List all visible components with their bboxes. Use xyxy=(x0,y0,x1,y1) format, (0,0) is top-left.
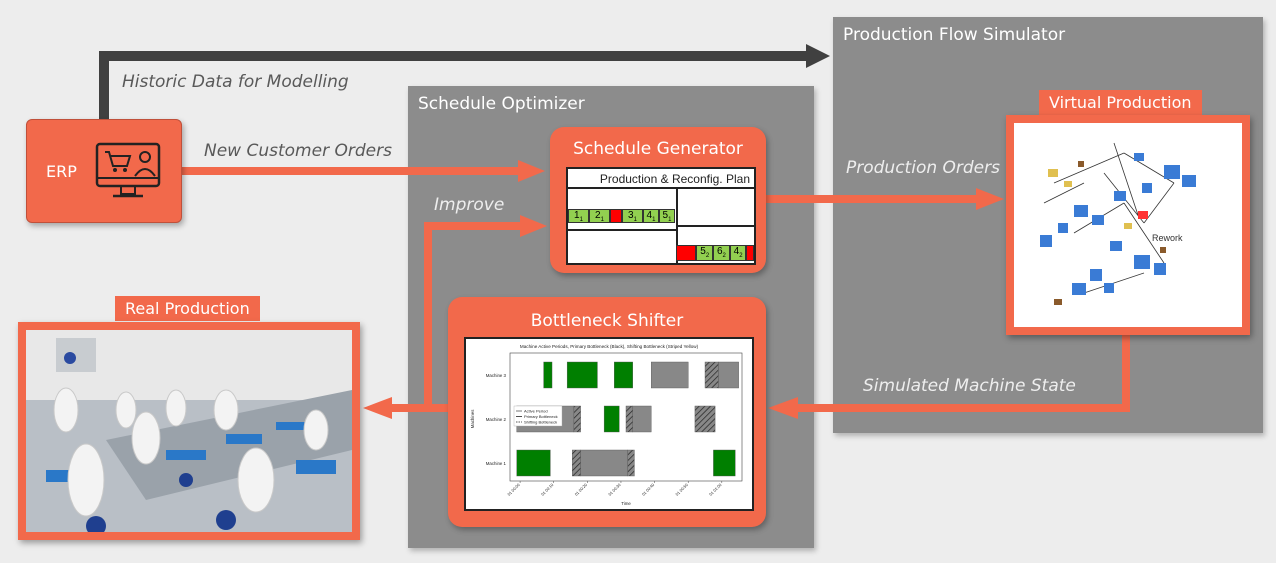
bottleneck-gantt-chart: Machine Active Periods, Primary Bottlene… xyxy=(470,344,743,506)
virtual-production-title: Virtual Production xyxy=(1039,90,1202,115)
plan-job-2-1: 21 xyxy=(589,209,610,223)
chart-title: Machine Active Periods, Primary Bottlene… xyxy=(520,344,699,349)
historic-data-arrow xyxy=(99,44,830,124)
gantt-bar-shifting xyxy=(704,361,719,389)
x-tick-label: 01 00:50 xyxy=(674,482,689,497)
historic-data-label: Historic Data for Modelling xyxy=(122,72,349,92)
improve-label: Improve xyxy=(434,195,505,215)
machine-label: Machine 1 xyxy=(486,461,507,466)
real-production-frame xyxy=(18,322,360,540)
virtual-factory-layout: Rework xyxy=(1040,142,1196,305)
x-tick-label: 01 00:00 xyxy=(506,482,521,497)
x-tick-label: 01 00:20 xyxy=(573,482,588,497)
production-orders-arrow xyxy=(766,188,1004,210)
legend-entry: Shifting Bottleneck xyxy=(524,420,557,425)
gantt-bar-primary xyxy=(718,361,739,389)
real-production-title: Real Production xyxy=(115,296,260,321)
gantt-bar-shifting xyxy=(694,405,716,433)
virtual-production-frame: Rework xyxy=(1006,115,1250,335)
production-orders-label: Production Orders xyxy=(846,158,1000,178)
plan-job-4-1: 41 xyxy=(643,209,659,223)
plan-job-1-1: 11 xyxy=(568,209,589,223)
gantt-bar-active xyxy=(614,361,633,389)
cleanroom-photo xyxy=(26,330,352,532)
gantt-bar-active xyxy=(543,361,553,389)
gantt-bar-shifting xyxy=(573,405,581,433)
rework-label: Rework xyxy=(1152,233,1183,243)
gantt-bar-active xyxy=(713,449,736,477)
bottleneck-shifter-title: Bottleneck Shifter xyxy=(530,311,684,331)
schedule-generator-title: Schedule Generator xyxy=(573,139,743,159)
plan-job-5-1: 51 xyxy=(659,209,675,223)
new-orders-label: New Customer Orders xyxy=(204,141,392,161)
gantt-bar-shifting xyxy=(627,449,635,477)
plan-reconfig-2 xyxy=(676,245,697,261)
legend-entry: Primary Bottleneck xyxy=(524,414,558,419)
new-orders-arrow xyxy=(180,160,545,182)
improve-arrow xyxy=(424,215,547,408)
gantt-bar-primary xyxy=(651,361,689,389)
schedule-generator-box: Schedule Generator Production & Reconfig… xyxy=(550,127,766,273)
gantt-bar-shifting xyxy=(625,405,633,433)
simulated-state-arrow xyxy=(768,334,1130,419)
simulated-state-label: Simulated Machine State xyxy=(863,376,1076,396)
gantt-bar-active xyxy=(603,405,620,433)
real-production-arrow xyxy=(363,397,455,419)
gantt-bar-shifting xyxy=(572,449,581,477)
plan-row-2-topline xyxy=(676,225,754,227)
simulator-panel-title: Production Flow Simulator xyxy=(843,25,1066,45)
x-tick-label: 01 00:30 xyxy=(607,482,622,497)
optimizer-panel-title: Schedule Optimizer xyxy=(418,94,585,114)
plot-area xyxy=(509,352,743,482)
plan-row-separator xyxy=(568,229,676,231)
plan-reconfig-1 xyxy=(610,209,622,223)
legend-box xyxy=(513,405,563,427)
plan-job-6-2: 62 xyxy=(713,245,730,261)
plan-job-3-1: 31 xyxy=(622,209,643,223)
plan-job-4-2: 42 xyxy=(729,245,747,261)
x-tick-label: 01 01:00 xyxy=(708,482,723,497)
x-tick-label: 01 00:40 xyxy=(641,482,656,497)
bottleneck-chart-frame: Machine Active Periods, Primary Bottlene… xyxy=(464,337,754,511)
gantt-bar-primary xyxy=(632,405,652,433)
y-axis-label: Machines xyxy=(470,409,475,429)
x-tick-label: 01 00:10 xyxy=(540,482,555,497)
plan-row-1: 11 21 31 41 51 xyxy=(568,209,678,223)
plan-header: Production & Reconfig. Plan xyxy=(568,172,754,189)
legend-entry: Active Period xyxy=(524,409,548,414)
bottleneck-shifter-box: Bottleneck Shifter Machine Active Period… xyxy=(448,297,766,527)
plan-reconfig-3 xyxy=(746,245,754,261)
gantt-bar-primary xyxy=(580,449,628,477)
online-shopping-monitor-icon xyxy=(95,142,161,198)
machine-label: Machine 2 xyxy=(486,417,507,422)
production-plan: Production & Reconfig. Plan 11 21 31 41 … xyxy=(566,167,756,265)
x-axis-label: Time xyxy=(621,501,631,506)
plan-job-5-2: 52 xyxy=(696,245,714,261)
gantt-bar-active xyxy=(516,449,551,477)
erp-label: ERP xyxy=(46,162,77,181)
gantt-bar-active xyxy=(566,361,598,389)
erp-box: ERP xyxy=(26,119,182,223)
plan-row-2: 52 62 42 xyxy=(676,245,754,261)
machine-label: Machine 3 xyxy=(486,373,507,378)
